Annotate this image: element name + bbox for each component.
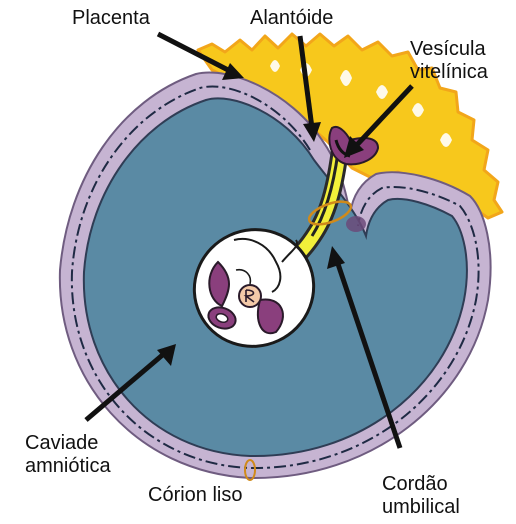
label-caviade-amniotica: Caviade amniótica (25, 432, 111, 478)
label-cordao-umbilical: Cordão umbilical (382, 473, 460, 519)
label-caviade-line2: amniótica (25, 455, 111, 478)
label-vesicula-vitelinica: Vesícula vitelínica (410, 38, 488, 84)
label-cordao-line1: Cordão (382, 473, 460, 496)
label-caviade-line1: Caviade (25, 432, 111, 455)
label-corion-liso: Córion liso (148, 484, 242, 507)
label-vesicula-line1: Vesícula (410, 38, 488, 61)
label-vesicula-line2: vitelínica (410, 61, 488, 84)
label-placenta: Placenta (72, 7, 150, 30)
label-cordao-line2: umbilical (382, 496, 460, 519)
label-alantoide: Alantóide (250, 7, 333, 30)
